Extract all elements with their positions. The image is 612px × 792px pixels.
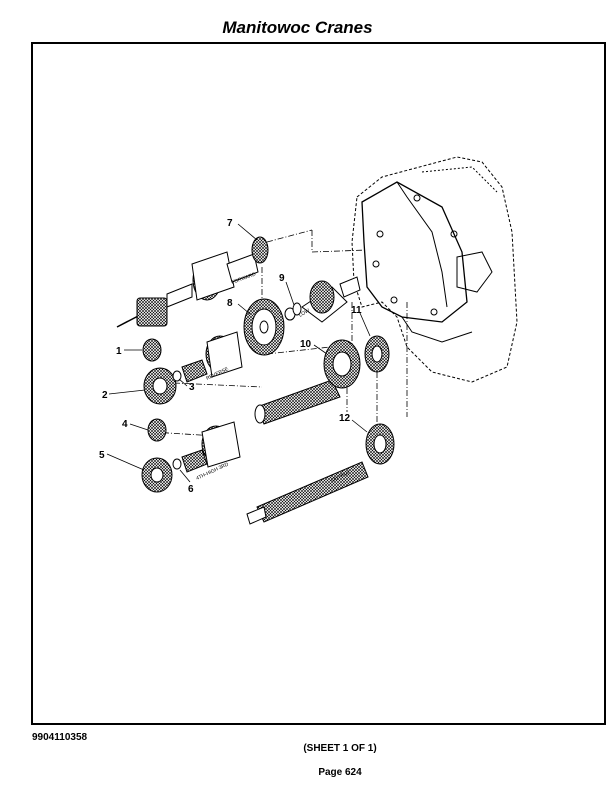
callout-5: 5 <box>99 450 105 461</box>
callout-8: 8 <box>227 298 233 309</box>
callout-6: 6 <box>188 484 194 495</box>
callout-3: 3 <box>189 382 195 393</box>
leader-lines <box>106 223 371 483</box>
callout-2: 2 <box>102 390 108 401</box>
reverse-shaft-assembly: REVERSE <box>142 331 390 425</box>
callout-12: 12 <box>339 413 351 424</box>
exploded-view-drawing: FORWARD LOW REVERSE <box>99 156 518 525</box>
callout-9: 9 <box>279 273 285 284</box>
svg-text:LOW: LOW <box>298 308 311 319</box>
splined-shaft <box>256 379 341 425</box>
callout-10: 10 <box>300 339 312 350</box>
part-1-gear <box>142 338 162 362</box>
document-number: 9904110358 <box>32 732 88 743</box>
callout-7: 7 <box>227 218 233 229</box>
callout-4: 4 <box>122 419 128 430</box>
callout-1: 1 <box>116 346 122 357</box>
sheet-indicator: (SHEET 1 OF 1) <box>303 743 377 754</box>
callout-11: 11 <box>351 305 362 316</box>
page-title: Manitowoc Cranes <box>222 18 373 37</box>
forward-shaft-assembly: FORWARD <box>116 236 269 328</box>
part-7-gear <box>251 236 269 264</box>
main-drive-gear: LOW <box>243 276 361 356</box>
output-shaft-assembly: 4TH-HIGH 3RD OUTPUT <box>141 418 395 525</box>
page-number: Page 624 <box>318 767 362 778</box>
transmission-housing <box>351 156 518 383</box>
callout-labels: 1 2 3 4 5 6 7 8 9 10 11 12 <box>99 218 362 495</box>
figure-frame: FORWARD LOW REVERSE <box>31 42 606 725</box>
part-6-ring <box>172 458 182 470</box>
part-4-gear <box>147 418 167 442</box>
part-3-ring <box>172 370 182 382</box>
